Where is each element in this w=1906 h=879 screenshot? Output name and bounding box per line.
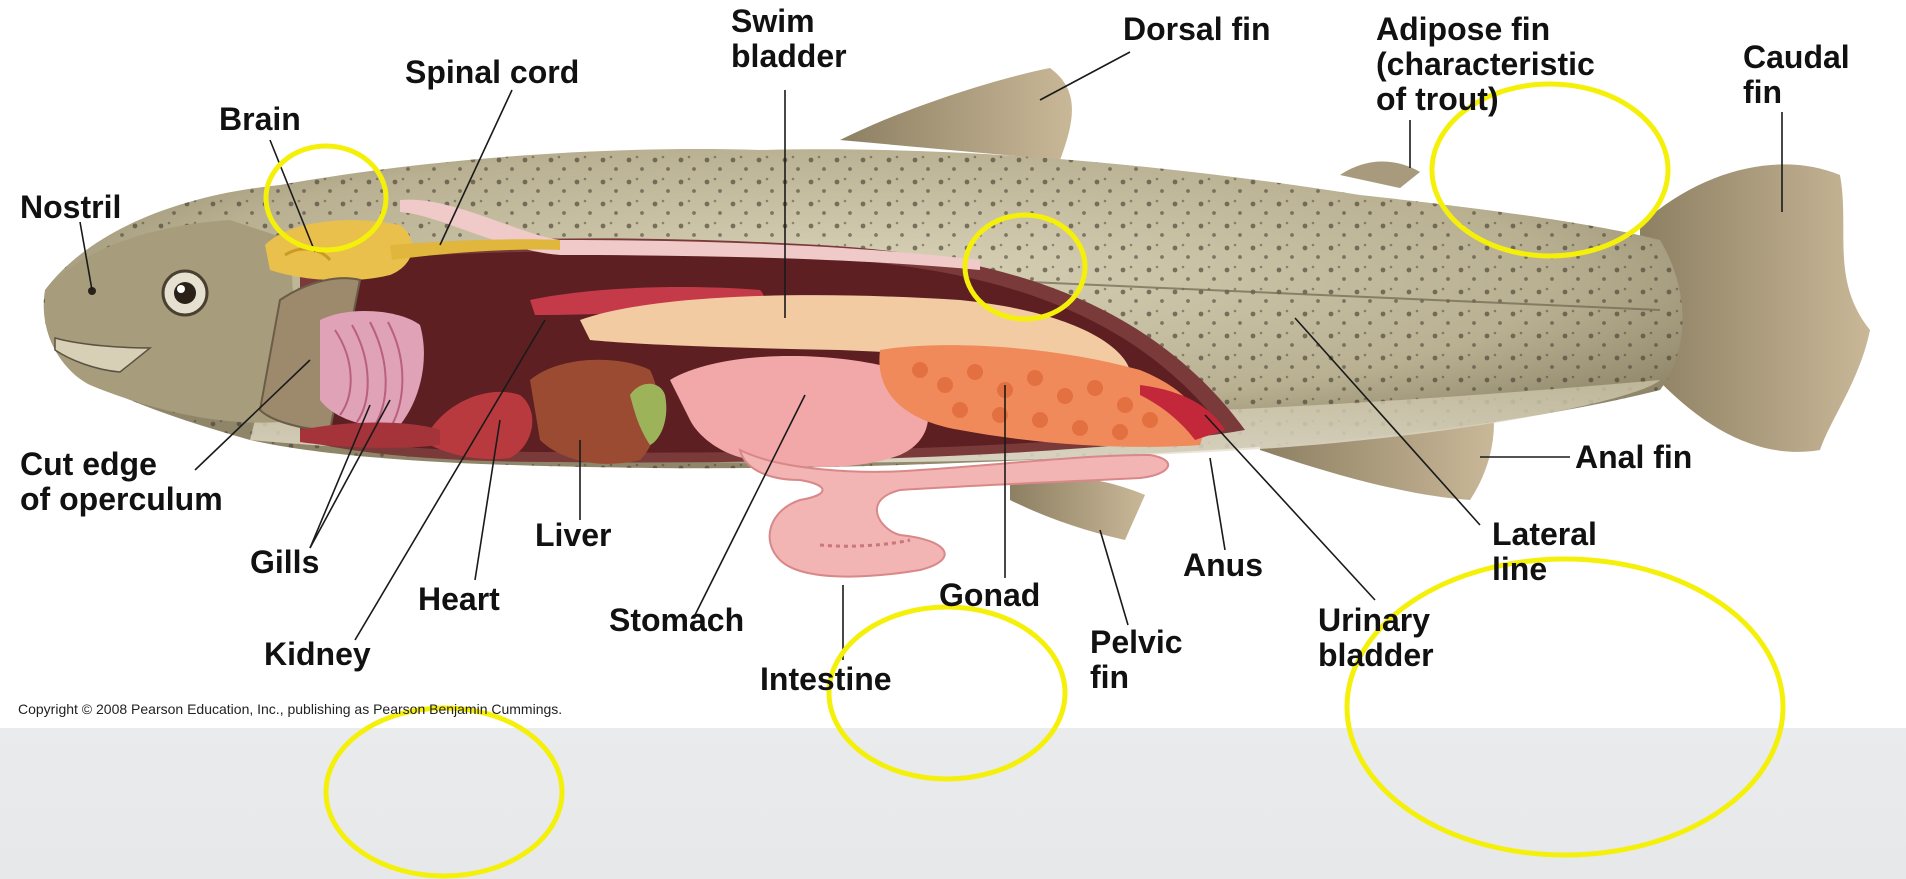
- label-gonad: Gonad: [939, 578, 1040, 613]
- gills: [320, 311, 424, 426]
- label-kidney: Kidney: [264, 637, 371, 672]
- label-nostril: Nostril: [20, 190, 121, 225]
- label-pelvic-fin: Pelvic fin: [1090, 625, 1183, 695]
- label-brain: Brain: [219, 102, 301, 137]
- label-heart: Heart: [418, 582, 500, 617]
- label-intestine: Intestine: [760, 662, 892, 697]
- label-dorsal-fin: Dorsal fin: [1123, 12, 1271, 47]
- label-cut-edge: Cut edge of operculum: [20, 447, 223, 517]
- fish-head: [45, 220, 300, 423]
- label-spinal-cord: Spinal cord: [405, 55, 579, 90]
- copyright-notice: Copyright © 2008 Pearson Education, Inc.…: [18, 701, 562, 717]
- label-urinary-bladder: Urinary bladder: [1318, 603, 1434, 673]
- label-stomach: Stomach: [609, 603, 744, 638]
- dorsal-fin: [840, 68, 1072, 160]
- label-anus: Anus: [1183, 548, 1263, 583]
- label-swim-bladder: Swim bladder: [731, 4, 847, 74]
- label-lateral-line: Lateral line: [1492, 517, 1597, 587]
- label-anal-fin: Anal fin: [1575, 440, 1692, 475]
- label-gills: Gills: [250, 545, 319, 580]
- pelvic-fin: [1010, 476, 1145, 540]
- highlight-circle-left: [326, 708, 562, 876]
- label-liver: Liver: [535, 518, 611, 553]
- label-caudal-fin: Caudal fin: [1743, 40, 1850, 110]
- adipose-fin: [1340, 161, 1420, 188]
- label-adipose-fin: Adipose fin (characteristic of trout): [1376, 12, 1595, 117]
